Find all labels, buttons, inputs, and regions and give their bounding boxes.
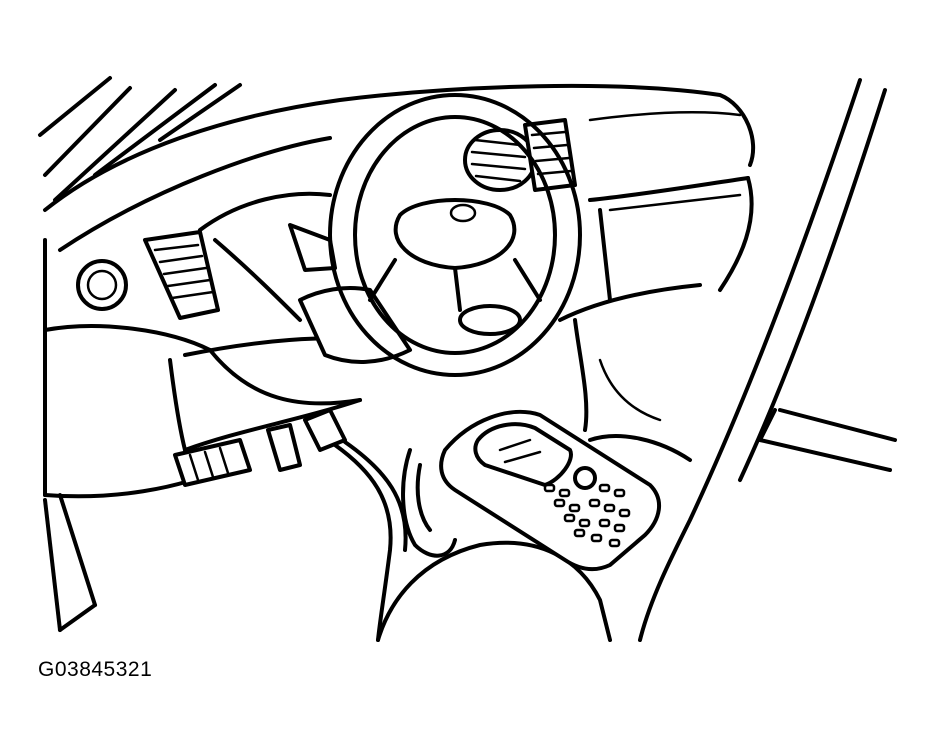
- door-frame: [638, 78, 897, 642]
- figure-code: G03845321: [38, 658, 153, 681]
- diagnostic-cable: [303, 318, 589, 642]
- left-round-vent: [76, 259, 128, 311]
- pedals: [173, 423, 302, 487]
- scan-tool-keypad: [543, 483, 631, 548]
- windshield-lines: [38, 76, 242, 202]
- steering-column: [298, 286, 412, 364]
- car-interior-illustration: [38, 76, 897, 642]
- left-air-vent: [143, 230, 220, 320]
- dashboard: [43, 83, 756, 632]
- seat: [376, 358, 692, 642]
- steering-wheel-icon: [328, 93, 582, 377]
- scan-tool-icon: [401, 409, 661, 572]
